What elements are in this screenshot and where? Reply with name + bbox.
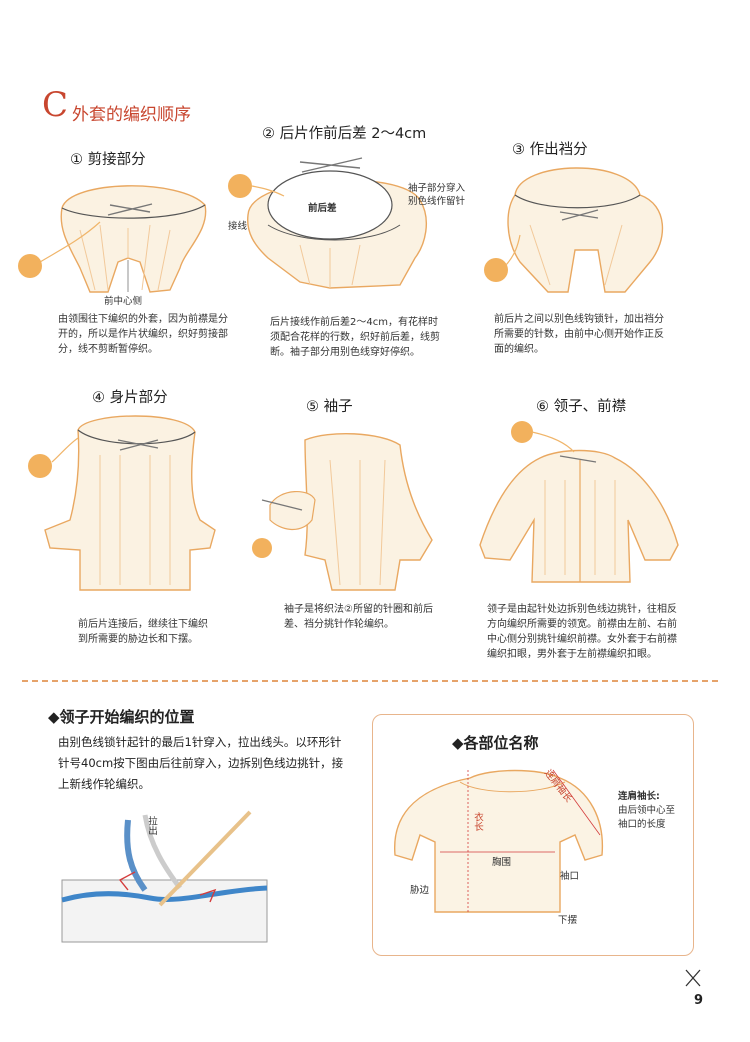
step5-title: ⑤ 袖子: [306, 399, 353, 415]
parts-names-box: [372, 714, 694, 956]
raglan-note-title: 连肩袖长:: [618, 791, 660, 802]
join-yarn-label: 接线: [228, 221, 248, 232]
front-back-diff-label: 前后差: [308, 203, 337, 214]
parts-names-title: ◆各部位名称: [452, 734, 539, 752]
step1-description: 由领围往下编织的外套，因为前襟是分开的，所以是作片状编织，织好剪接部分，线不剪断…: [58, 314, 228, 355]
section-divider: [22, 680, 718, 682]
body-length-label: 衣长: [472, 812, 483, 831]
collar-start-body: 由别色线锁针起针的最后1针穿入，拉出线头。以环形针针号40cm按下图由后往前穿入…: [58, 735, 344, 791]
step4-description: 前后片连接后，继续往下编织到所需要的胁边长和下摆。: [78, 619, 208, 645]
crossed-needles-icon: [685, 969, 701, 987]
step4-title: ④ 身片部分: [92, 390, 168, 406]
step1-title: ① 剪接部分: [70, 152, 146, 168]
step5-description: 袖子是将织法②所留的针圈和前后差、裆分挑针作轮编织。: [284, 604, 433, 630]
page-number: 9: [693, 993, 703, 1008]
chest-label: 胸围: [492, 857, 512, 868]
step6-description: 领子是由起针处边拆别色线边挑针，往相反方向编织所需要的领宽。前襟由左前、右前中心…: [487, 604, 677, 660]
sleeve-hold-label: 袖子部分穿入别色线作留针: [408, 183, 466, 207]
page-title: 外套的编织顺序: [72, 105, 191, 125]
step3-description: 前后片之间以别色线钩锁针，加出裆分所需要的针数，由前中心侧开始作正反面的编织。: [494, 314, 664, 355]
step2-description: 后片接线作前后差2～4cm，有花样时须配合花样的行数，织好前后差，线剪断。袖子部…: [270, 317, 440, 358]
pull-out-label: 拉出: [146, 816, 157, 835]
collar-start-title: ◆领子开始编织的位置: [48, 708, 195, 726]
front-center-label: 前中心侧: [104, 296, 143, 307]
step2-title: ② 后片作前后差 2～4cm: [262, 126, 427, 142]
side-seam-label: 胁边: [410, 885, 430, 896]
step6-title: ⑥ 领子、前襟: [536, 399, 627, 415]
hem-label: 下摆: [558, 915, 578, 926]
raglan-note-body: 由后领中心至袖口的长度: [618, 805, 676, 830]
cuff-label: 袖口: [560, 871, 580, 882]
step3-title: ③ 作出裆分: [512, 142, 588, 158]
section-letter: C: [42, 85, 69, 125]
